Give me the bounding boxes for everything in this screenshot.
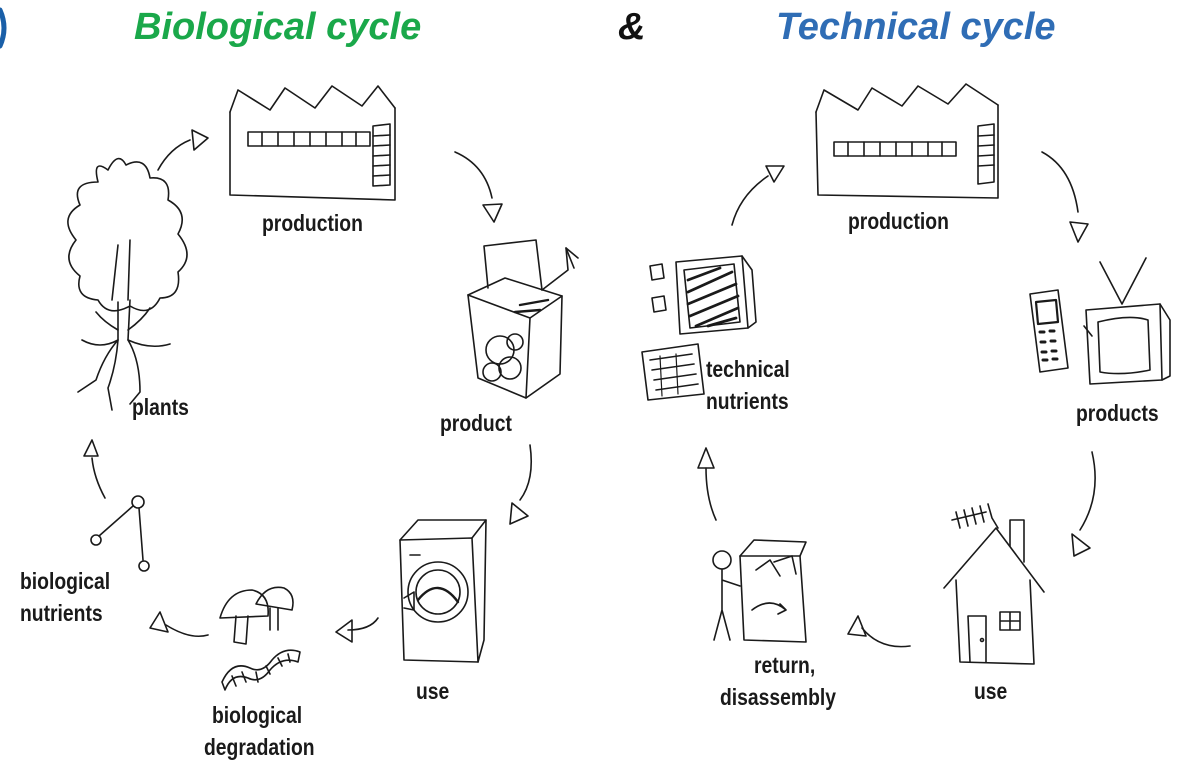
arrow-products-to-use: [1080, 452, 1095, 530]
chip-icon: [650, 264, 666, 312]
label-production-tech: production: [848, 208, 949, 234]
worm-icon: [222, 650, 300, 690]
label-plants: plants: [132, 394, 189, 420]
arrowhead: [510, 503, 528, 524]
arrowhead: [848, 616, 866, 636]
arrow-nutrients-to-production: [732, 176, 768, 225]
arrowhead: [698, 448, 714, 468]
label-return-2: disassembly: [720, 684, 836, 710]
biological-cycle-title: Biological cycle: [134, 6, 422, 48]
arrowhead: [192, 130, 208, 150]
house-icon: [944, 504, 1044, 664]
arrow-production-to-product: [455, 152, 492, 198]
mushroom-icon: [220, 587, 293, 644]
tv-icon: [1084, 258, 1170, 384]
label-product: product: [440, 410, 512, 436]
label-degradation-1: biological: [212, 702, 303, 728]
arrowhead: [1070, 222, 1088, 242]
label-return-1: return,: [754, 652, 816, 678]
molecule-icon: [91, 496, 149, 571]
label-bio-nutrients-2: nutrients: [20, 600, 103, 626]
worm-segments: [232, 654, 290, 686]
label-tech-nutrients-2: nutrients: [706, 388, 789, 414]
edge-arc-icon: [0, 10, 4, 46]
ampersand: &: [618, 6, 646, 48]
arrow-degradation-to-nutrients: [166, 625, 208, 636]
label-tech-nutrients-1: technical: [706, 356, 790, 382]
label-use-tech: use: [974, 678, 1008, 704]
label-degradation-2: degradation: [204, 734, 315, 760]
phone-icon: [1030, 290, 1068, 372]
factory-icon: [230, 86, 395, 200]
label-use-bio: use: [416, 678, 450, 704]
arrow-use-to-return: [862, 628, 910, 647]
box-product-icon: [468, 240, 578, 398]
label-production-bio: production: [262, 210, 363, 236]
arrowhead: [766, 166, 784, 182]
label-products: products: [1076, 400, 1159, 426]
arrow-product-to-use: [520, 445, 531, 500]
circuit-board-icon: [642, 344, 704, 400]
arrowhead: [84, 440, 98, 456]
recycling-person-icon: [713, 540, 806, 642]
arrow-plants-to-production: [158, 140, 190, 170]
arrow-return-to-nutrients: [706, 468, 716, 520]
arrowhead: [1072, 534, 1090, 556]
arrow-production-to-products: [1042, 152, 1078, 212]
arrowhead: [483, 204, 502, 222]
arrowhead: [150, 612, 168, 632]
washing-machine-icon: [400, 520, 486, 662]
tree-icon: [68, 159, 187, 410]
technical-cycle-title: Technical cycle: [776, 6, 1056, 48]
label-bio-nutrients-1: biological: [20, 568, 111, 594]
monitor-icon: [676, 256, 756, 334]
factory-icon: [816, 84, 998, 198]
arrow-nutrients-to-plants: [92, 458, 105, 498]
arrowhead: [336, 620, 352, 642]
